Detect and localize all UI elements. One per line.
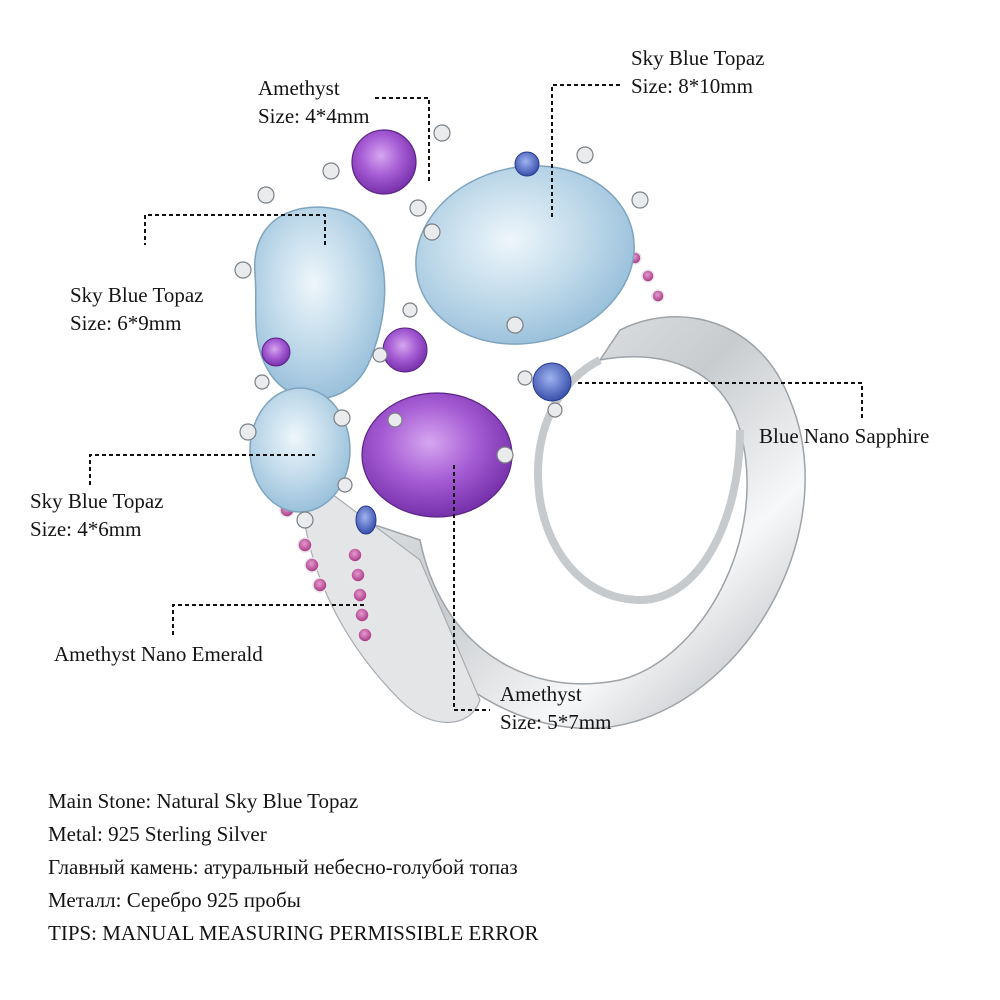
label-amethyst-center: Amethyst Size: 5*7mm	[500, 680, 611, 736]
spec-tips: TIPS: MANUAL MEASURING PERMISSIBLE ERROR	[48, 921, 539, 945]
label-topaz-pear-name: Sky Blue Topaz	[70, 283, 204, 307]
sky-blue-topaz-pear-6x9	[254, 206, 386, 400]
label-amethyst-center-size: Size: 5*7mm	[500, 710, 612, 734]
label-topaz-small-size: Size: 4*6mm	[30, 517, 142, 541]
ring-band	[299, 316, 806, 730]
sky-blue-topaz-oval-8x10	[415, 165, 635, 345]
label-amethyst-center-name: Amethyst	[500, 682, 582, 706]
spec-main-stone: Main Stone: Natural Sky Blue Topaz	[48, 789, 359, 813]
label-amethyst-small-name: Amethyst	[258, 76, 340, 100]
label-topaz-small: Sky Blue Topaz Size: 4*6mm	[30, 487, 163, 543]
leader-lines	[89, 84, 863, 711]
spec-main-stone-ru: Главный камень: атуральный небесно-голуб…	[48, 855, 518, 879]
label-topaz-small-name: Sky Blue Topaz	[30, 489, 164, 513]
label-amethyst-small-size: Size: 4*4mm	[258, 104, 370, 128]
gemstones	[249, 129, 635, 535]
spec-metal-ru: Металл: Серебро 925 пробы	[48, 888, 301, 912]
label-side-stones: Amethyst Nano Emerald	[54, 640, 263, 668]
label-amethyst-small: Amethyst Size: 4*4mm	[258, 74, 369, 130]
blue-nano-sapphire	[532, 362, 572, 402]
label-topaz-large-size: Size: 8*10mm	[631, 74, 753, 98]
label-sapphire: Blue Nano Sapphire	[759, 422, 929, 450]
label-topaz-pear: Sky Blue Topaz Size: 6*9mm	[70, 281, 203, 337]
label-topaz-large: Sky Blue Topaz Size: 8*10mm	[631, 44, 764, 100]
label-sapphire-name: Blue Nano Sapphire	[759, 424, 930, 448]
spec-metal: Metal: 925 Sterling Silver	[48, 822, 267, 846]
amethyst-oval-5x7	[361, 392, 513, 518]
label-side-stones-name: Amethyst Nano Emerald	[54, 642, 263, 666]
label-topaz-pear-size: Size: 6*9mm	[70, 311, 182, 335]
sky-blue-topaz-oval-4x6	[249, 387, 351, 513]
label-topaz-large-name: Sky Blue Topaz	[631, 46, 765, 70]
amethyst-round-4x4	[351, 129, 417, 195]
prongs	[234, 124, 649, 529]
